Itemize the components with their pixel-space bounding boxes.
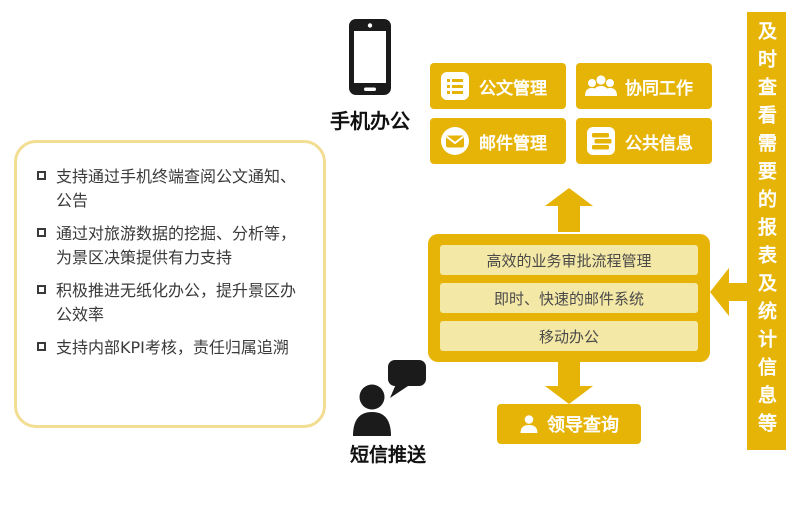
list-item-text: 支持内部KPI考核，责任归属追溯: [56, 338, 289, 357]
side-banner: 及时查看需要的报表及统计信息等: [747, 12, 786, 450]
list-item: 支持内部KPI考核，责任归属追溯: [37, 336, 307, 360]
list-item-text: 通过对旅游数据的挖掘、分析等，为景区决策提供有力支持: [56, 224, 297, 267]
feature-button-collaboration[interactable]: 协同工作: [576, 63, 712, 109]
list-item: 支持通过手机终端查阅公文通知、公告: [37, 165, 307, 213]
list-item: 积极推进无纸化办公，提升景区办公效率: [37, 279, 307, 327]
process-item: 移动办公: [440, 321, 698, 351]
list-item: 通过对旅游数据的挖掘、分析等，为景区决策提供有力支持: [37, 222, 307, 270]
process-panel: 高效的业务审批流程管理 即时、快速的邮件系统 移动办公: [428, 234, 710, 362]
person-icon: [520, 415, 538, 433]
square-bullet-icon: [37, 285, 46, 294]
mobile-office-label: 手机办公: [330, 109, 410, 133]
feature-button-public-info[interactable]: 公共信息: [576, 118, 712, 164]
process-item: 高效的业务审批流程管理: [440, 245, 698, 275]
square-bullet-icon: [37, 171, 46, 180]
smartphone-icon: [349, 19, 391, 95]
feature-button-mail-management[interactable]: 邮件管理: [430, 118, 566, 164]
sms-push-label: 短信推送: [349, 444, 426, 466]
square-bullet-icon: [37, 228, 46, 237]
document-icon: [438, 71, 472, 101]
list-item-text: 支持通过手机终端查阅公文通知、公告: [56, 167, 297, 210]
team-icon: [584, 71, 618, 101]
mobile-office-group: 手机办公: [320, 18, 420, 134]
feature-button-label: 公文管理: [479, 78, 547, 99]
feature-button-label: 协同工作: [625, 78, 693, 99]
sms-push-group: 短信推送: [336, 360, 440, 467]
mail-icon: [438, 126, 472, 156]
feature-description-box: 支持通过手机终端查阅公文通知、公告 通过对旅游数据的挖掘、分析等，为景区决策提供…: [14, 140, 326, 428]
list-item-text: 积极推进无纸化办公，提升景区办公效率: [56, 281, 297, 324]
feature-button-grid: 公文管理 协同工作: [430, 63, 712, 164]
feature-button-label: 公共信息: [625, 133, 693, 154]
arrow-down-icon: [545, 362, 593, 404]
arrow-left-icon: [710, 268, 747, 316]
leader-query-button[interactable]: 领导查询: [497, 404, 641, 444]
feature-button-label: 邮件管理: [479, 133, 547, 154]
arrow-up-icon: [545, 188, 593, 232]
process-item: 即时、快速的邮件系统: [440, 283, 698, 313]
side-banner-text: 及时查看需要的报表及统计信息等: [755, 21, 777, 441]
leader-query-label: 领导查询: [547, 415, 619, 436]
feature-button-document-management[interactable]: 公文管理: [430, 63, 566, 109]
sms-push-icon: [353, 360, 426, 436]
info-icon: [584, 126, 618, 156]
square-bullet-icon: [37, 342, 46, 351]
